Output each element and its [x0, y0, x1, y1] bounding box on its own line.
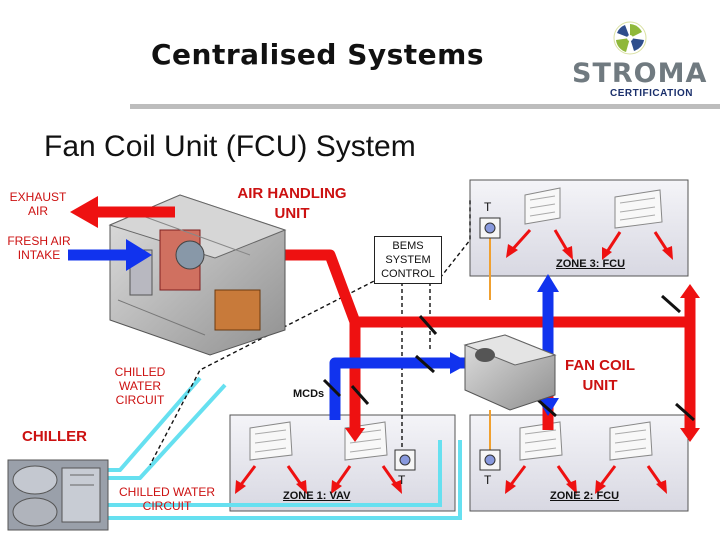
- label-bems: BEMS SYSTEM CONTROL: [374, 236, 442, 284]
- label-chilled-water-circuit-2: CHILLED WATER CIRCUIT: [118, 485, 215, 513]
- label-chiller: CHILLER: [22, 428, 87, 445]
- thermostat-zone2: [479, 449, 501, 471]
- thermostat-label-zone1: T: [398, 473, 406, 487]
- chiller-unit: [7, 459, 109, 531]
- page-title: Centralised Systems: [150, 38, 484, 71]
- return-arrow-zone3: [537, 274, 559, 292]
- label-zone1: ZONE 1: VAV: [283, 490, 351, 502]
- zone2-diffuser-2: [609, 421, 653, 461]
- logo-swirl-icon: [613, 21, 647, 55]
- diagram-subtitle: Fan Coil Unit (FCU) System: [44, 130, 416, 163]
- stroma-logo: STROMA CERTIFICATION: [570, 20, 706, 100]
- label-chilled-water-circuit-1: CHILLED WATER CIRCUIT: [114, 365, 166, 407]
- thermostat-label-zone2: T: [484, 473, 492, 487]
- thermostat-zone3: [479, 217, 501, 239]
- header-divider: [130, 104, 720, 109]
- label-zone2: ZONE 2: FCU: [550, 490, 620, 502]
- fan-coil-unit: [463, 334, 557, 411]
- logo-subtext: CERTIFICATION: [610, 88, 693, 99]
- label-air-handling-unit: AIR HANDLING UNIT: [237, 185, 347, 222]
- exhaust-air-arrow: [70, 196, 175, 228]
- logo-wordmark: STROMA: [572, 58, 708, 89]
- damper-marks: [322, 294, 695, 422]
- supply-arrow-zone3: [680, 284, 700, 298]
- zone3-diffuser-2: [614, 189, 663, 229]
- label-zone3: ZONE 3: FCU: [556, 258, 626, 270]
- thermostat-label-zone3: T: [484, 200, 492, 214]
- zone2-room: [469, 414, 689, 512]
- return-arrow-fcu: [450, 352, 470, 374]
- thermostat-zone1: [394, 449, 416, 471]
- zone1-diffuser-1: [249, 421, 293, 461]
- label-fan-coil-unit: FAN COIL UNIT: [565, 357, 635, 394]
- fresh-air-intake-arrow: [68, 239, 152, 271]
- label-mcds: MCDs: [293, 388, 325, 400]
- label-bems-text: BEMS SYSTEM CONTROL: [381, 240, 435, 280]
- supply-arrow-zone1: [345, 428, 365, 442]
- supply-arrow-zone2: [680, 428, 700, 442]
- label-exhaust-air: EXHAUST AIR: [9, 190, 67, 218]
- label-fresh-air-intake: FRESH AIR INTAKE: [7, 234, 71, 262]
- zone2-diffuser-1: [519, 421, 563, 461]
- zone-airflow-arrows: [235, 228, 673, 494]
- zone3-diffuser-1: [524, 187, 561, 225]
